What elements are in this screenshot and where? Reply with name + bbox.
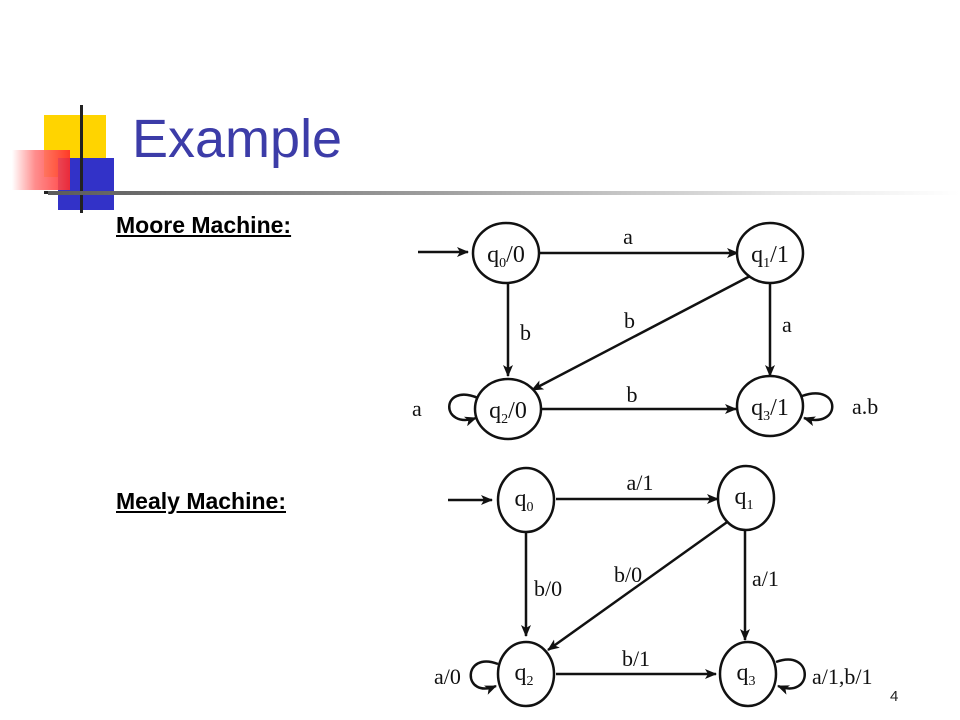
moore-label-q1-q3: a xyxy=(782,312,792,337)
moore-state-q0-text: q0/0 xyxy=(487,242,525,271)
mealy-state-q0-text: q0 xyxy=(515,486,534,515)
mealy-state-q3 xyxy=(718,640,778,708)
title-decoration xyxy=(0,0,130,215)
moore-state-q1 xyxy=(735,221,805,285)
moore-label-q3-loop: a.b xyxy=(852,394,878,419)
moore-state-q0 xyxy=(471,221,541,285)
mealy-loop-q3 xyxy=(775,658,806,695)
mealy-label-q0-q1: a/1 xyxy=(627,470,654,495)
moore-label-q0-q2: b xyxy=(520,320,531,345)
moore-label-q0-q1: a xyxy=(623,224,633,249)
slide-title: Example xyxy=(132,109,343,169)
moore-loop-q3 xyxy=(801,392,834,427)
page-number: 4 xyxy=(890,688,899,705)
moore-machine-label: Moore Machine: xyxy=(116,212,292,238)
mealy-edge-q1-q2 xyxy=(547,518,731,652)
moore-state-q2-text: q2/0 xyxy=(489,398,527,427)
mealy-label-q1-q2: b/0 xyxy=(614,562,642,587)
moore-state-q3-text: q3/1 xyxy=(751,395,789,424)
mealy-state-q0 xyxy=(496,466,556,534)
mealy-state-q2 xyxy=(496,640,556,708)
moore-label-q1-q2: b xyxy=(624,308,635,333)
moore-state-q3 xyxy=(735,374,805,438)
moore-edge-q1-q2 xyxy=(531,273,753,392)
mealy-label-q0-q2: b/0 xyxy=(534,576,562,601)
title-underline-rule xyxy=(48,191,960,195)
mealy-machine-label: Mealy Machine: xyxy=(116,488,286,514)
mealy-label-q2-loop: a/0 xyxy=(434,664,461,689)
vertical-rule xyxy=(80,105,83,213)
red-blur-square xyxy=(12,150,70,190)
mealy-label-q1-q3: a/1 xyxy=(752,566,779,591)
mealy-state-q3-text: q3 xyxy=(737,660,756,689)
moore-loop-q2 xyxy=(448,393,479,427)
mealy-state-q1-text: q1 xyxy=(735,484,754,513)
moore-state-q2 xyxy=(473,377,543,441)
mealy-loop-q2 xyxy=(469,660,499,695)
mealy-state-q1 xyxy=(716,464,776,532)
mealy-label-q2-q3: b/1 xyxy=(622,646,650,671)
moore-label-q2-q3: b xyxy=(627,382,638,407)
moore-label-q2-loop: a xyxy=(412,396,422,421)
mealy-label-q3-loop: a/1,b/1 xyxy=(812,664,873,689)
moore-state-q1-text: q1/1 xyxy=(751,242,789,271)
mealy-state-q2-text: q2 xyxy=(515,660,534,689)
